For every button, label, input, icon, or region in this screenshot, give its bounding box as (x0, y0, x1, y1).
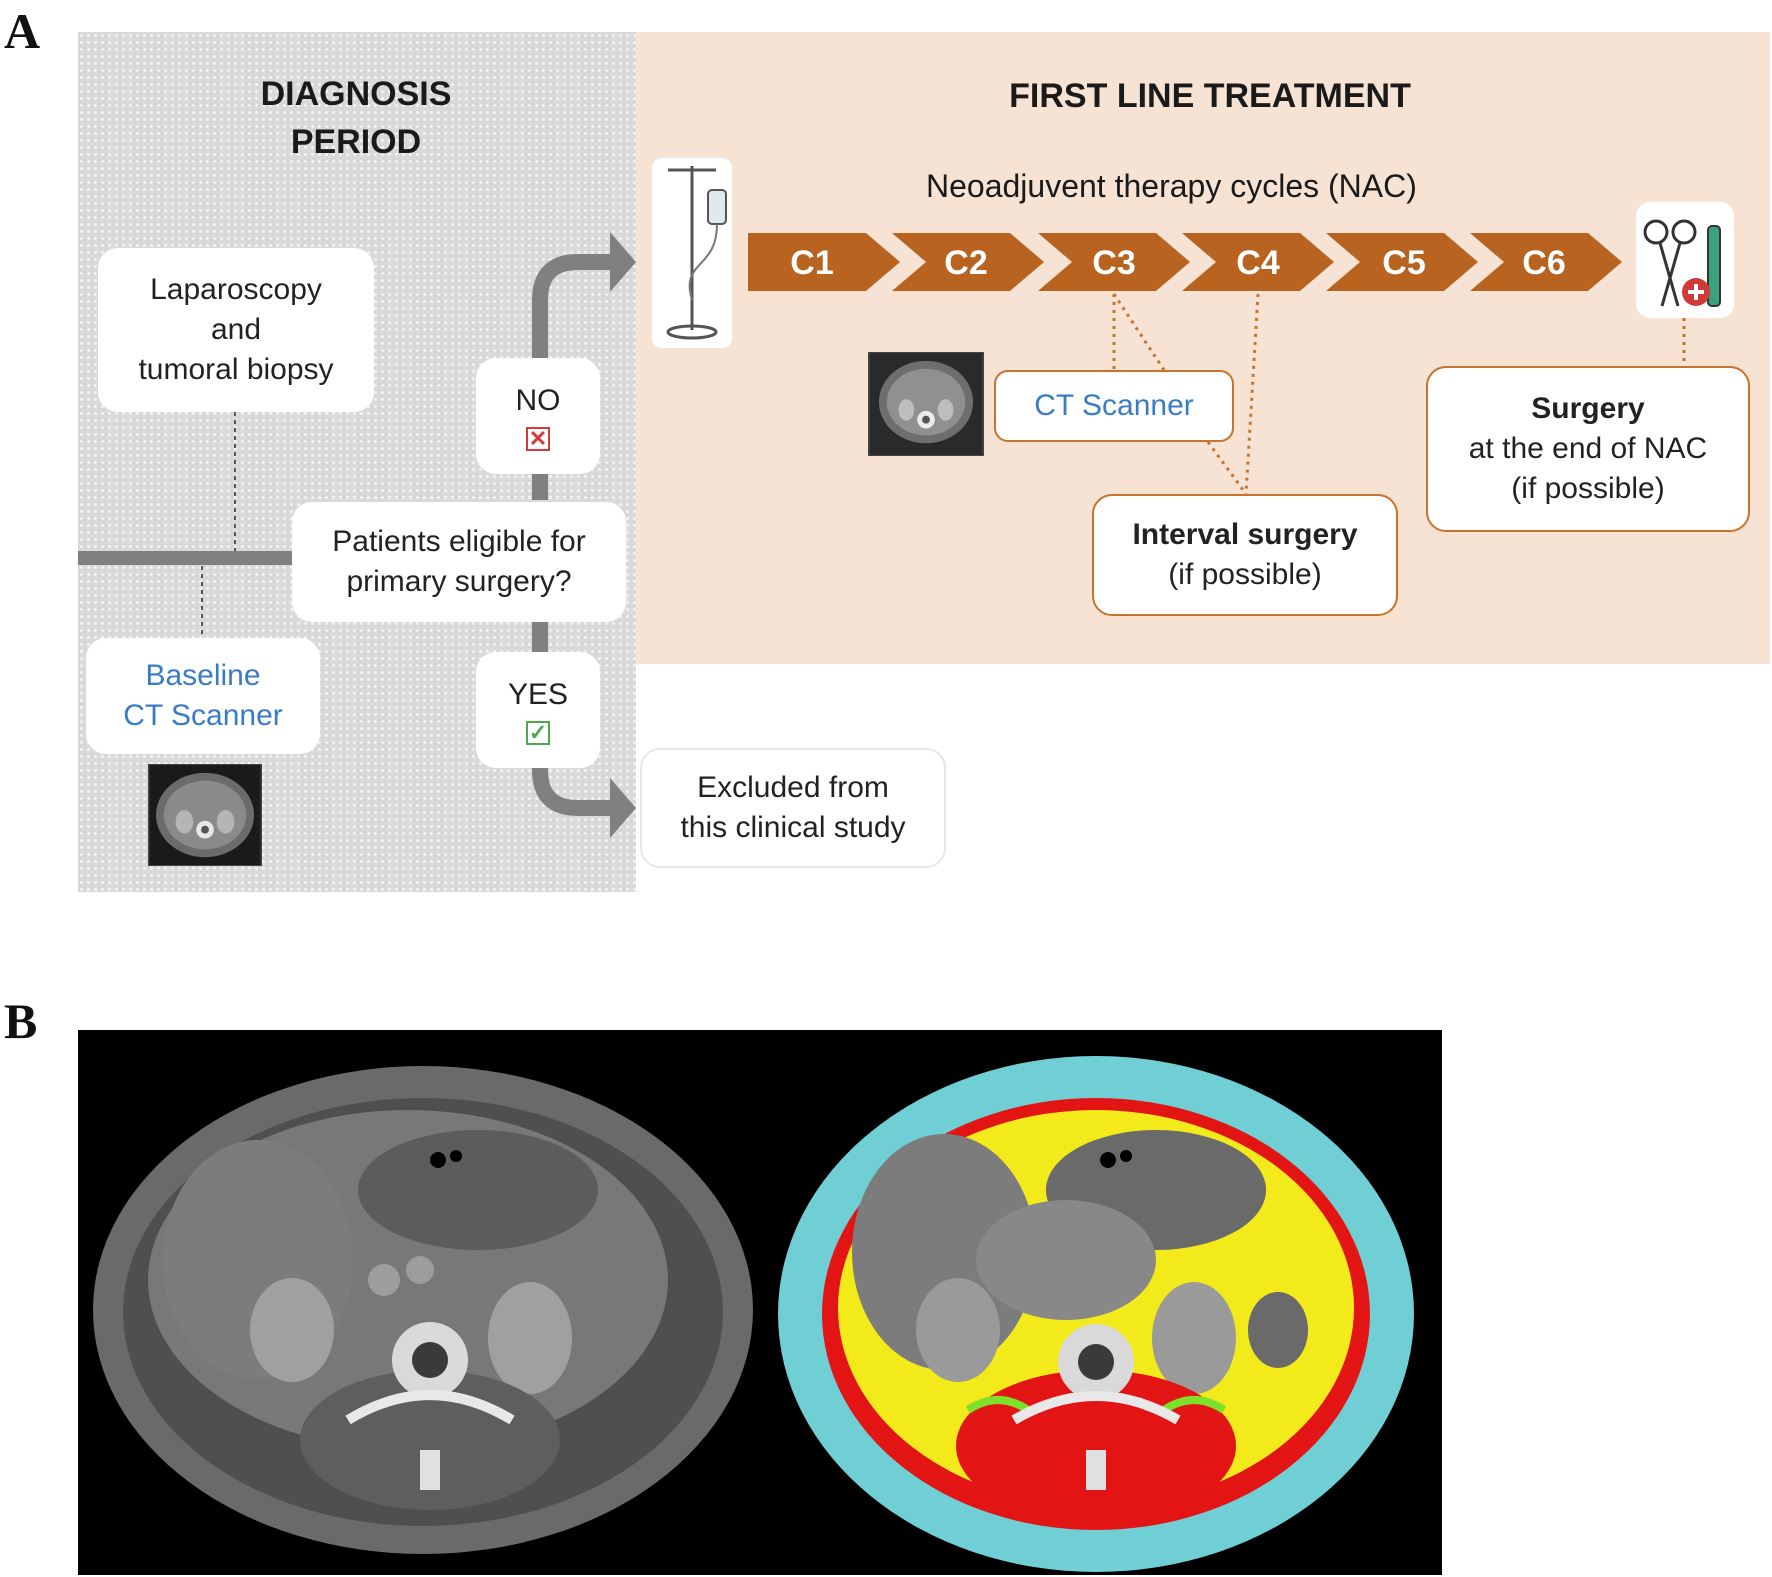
yes-label: YES (507, 678, 569, 711)
interval-surgery-title: Interval surgery (1132, 518, 1358, 551)
treatment-heading: FIRST LINE TREATMENT (1009, 77, 1411, 115)
surgical-tools-icon (1636, 202, 1734, 318)
original-ct-slice (93, 1066, 753, 1554)
cycle-label-c5: C5 (1382, 244, 1425, 282)
laparoscopy-line1: Laparoscopy (150, 273, 322, 306)
chevron-c3 (1038, 233, 1190, 291)
baseline-line2: CT Scanner (123, 699, 283, 732)
cycle-chevrons: C1 C2 C3 C4 C5 C6 (748, 233, 1622, 291)
segmented-ct-slice (778, 1056, 1414, 1572)
eligibility-box: Patients eligible for primary surgery? (292, 502, 626, 622)
chevron-c2 (892, 233, 1044, 291)
chevron-c4 (1182, 233, 1334, 291)
excluded-box: Excluded from this clinical study (640, 748, 946, 868)
no-arrow-path (532, 254, 612, 500)
ct-scanner-label: CT Scanner (1034, 389, 1194, 422)
no-arrow-head (610, 232, 636, 292)
yes-box: YES ✓ (476, 652, 600, 768)
ct-images-svg (78, 1030, 1442, 1575)
yes-arrow-head (610, 778, 636, 838)
eligibility-line2: primary surgery? (346, 565, 572, 598)
cycle-label-c4: C4 (1236, 244, 1280, 282)
panel-label-a: A (4, 3, 41, 59)
cycle-label-c3: C3 (1092, 244, 1135, 282)
no-box: NO ✕ (476, 358, 600, 474)
baseline-ct-thumbnail (148, 764, 262, 866)
ct-images-panel (78, 1030, 1442, 1575)
yes-arrow-path (532, 620, 612, 816)
baseline-line1: Baseline (145, 659, 261, 692)
final-surgery-title: Surgery (1531, 392, 1645, 425)
laparoscopy-line3: tumoral biopsy (138, 353, 334, 386)
eligibility-line1: Patients eligible for (332, 525, 586, 558)
cycle-label-c6: C6 (1522, 244, 1565, 282)
no-label: NO (515, 384, 561, 417)
connector-overlay: C1 C2 C3 C4 C5 C6 (78, 158, 1734, 838)
chevron-c5 (1326, 233, 1478, 291)
diagnosis-heading: DIAGNOSIS PERIOD (236, 70, 476, 166)
red-x-icon: ✕ (526, 427, 550, 451)
ct-scanner-box: CT Scanner (994, 370, 1234, 442)
interval-surgery-box: Interval surgery (if possible) (1092, 494, 1398, 616)
diagnosis-heading-line2: PERIOD (290, 123, 422, 161)
final-surgery-box: Surgery at the end of NAC (if possible) (1426, 366, 1750, 532)
orange-dotted-connectors (1112, 293, 1686, 495)
chevron-c6 (1470, 233, 1622, 291)
panel-label-b: B (4, 993, 38, 1049)
excluded-line2: this clinical study (680, 811, 906, 844)
baseline-ct-box: Baseline CT Scanner (86, 638, 320, 754)
final-surgery-sub2: (if possible) (1511, 472, 1665, 505)
interval-surgery-sub: (if possible) (1168, 558, 1322, 591)
iv-drip-icon (652, 158, 732, 348)
laparoscopy-line2: and (210, 313, 262, 346)
timeline-bar (78, 551, 296, 565)
nac-title: Neoadjuvent therapy cycles (NAC) (926, 168, 1417, 204)
laparoscopy-box: Laparoscopy and tumoral biopsy (98, 248, 374, 412)
cycle-label-c2: C2 (944, 244, 987, 282)
diagnosis-heading-line1: DIAGNOSIS (260, 75, 452, 113)
green-check-icon: ✓ (526, 721, 550, 745)
ct-scanner-thumbnail (868, 352, 984, 456)
final-surgery-sub1: at the end of NAC (1468, 432, 1708, 465)
chevron-c1 (748, 233, 900, 291)
cycle-label-c1: C1 (790, 244, 833, 282)
excluded-line1: Excluded from (697, 771, 889, 804)
